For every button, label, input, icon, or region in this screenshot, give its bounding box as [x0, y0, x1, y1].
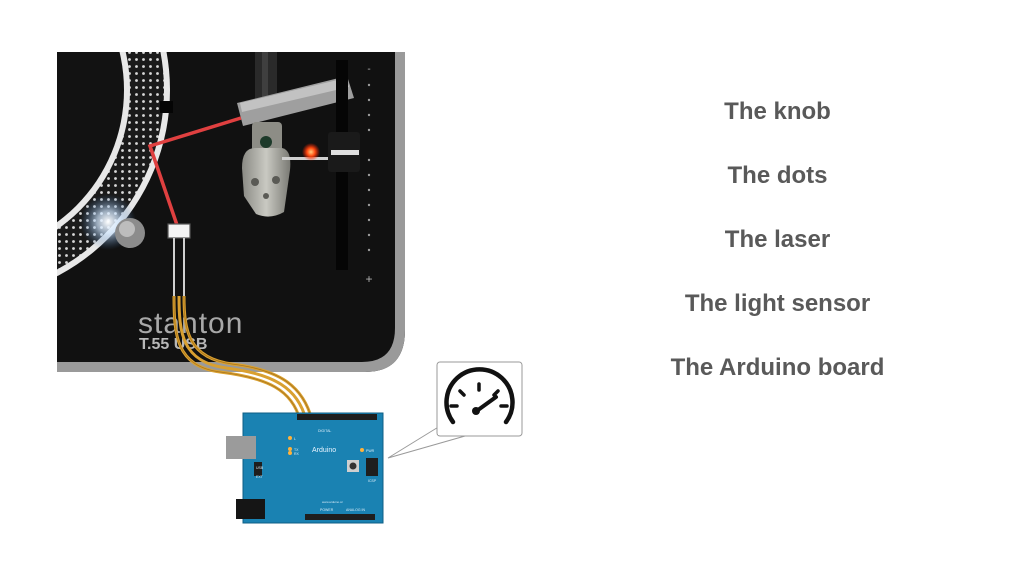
platter-dots [57, 52, 170, 300]
pitch-minus-mark: - [367, 64, 370, 75]
component-label-list: The knob The dots The laser The light se… [640, 90, 915, 410]
label-dots: The dots [727, 162, 828, 189]
arduino-board: Arduino DIGITAL TX RX USB EXT POWER ANAL… [226, 412, 384, 524]
svg-text:ICSP: ICSP [368, 479, 377, 483]
usb-connector [226, 436, 256, 459]
svg-text:DIGITAL: DIGITAL [318, 429, 331, 433]
svg-text:POWER: POWER [320, 508, 334, 512]
svg-text:ANALOG IN: ANALOG IN [346, 508, 366, 512]
light-sensor [167, 223, 191, 239]
tonearm-headshell [237, 76, 354, 217]
laser-dot [302, 143, 320, 161]
turntable-photo: - + stanton T.55 USB [57, 52, 405, 372]
svg-text:RX: RX [294, 452, 300, 456]
label-knob: The knob [724, 98, 831, 125]
svg-text:www.arduino.cc: www.arduino.cc [322, 500, 344, 504]
arduino-logo-text: Arduino [312, 447, 336, 454]
pitch-slider [328, 60, 360, 270]
svg-text:USB: USB [256, 466, 264, 470]
pitch-scale [367, 83, 371, 252]
power-jack [236, 499, 265, 519]
red-wire [147, 116, 242, 229]
svg-text:TX: TX [294, 448, 299, 452]
speedometer-icon [444, 367, 515, 425]
svg-text:L: L [294, 437, 296, 441]
svg-text:PWR: PWR [366, 449, 375, 453]
speedometer-callout [387, 361, 523, 459]
pitch-plus-mark: + [365, 272, 372, 286]
label-laser: The laser [724, 226, 831, 253]
label-light-sensor: The light sensor [684, 290, 871, 317]
svg-text:EXT: EXT [256, 475, 264, 479]
label-arduino-board: The Arduino board [670, 354, 885, 381]
